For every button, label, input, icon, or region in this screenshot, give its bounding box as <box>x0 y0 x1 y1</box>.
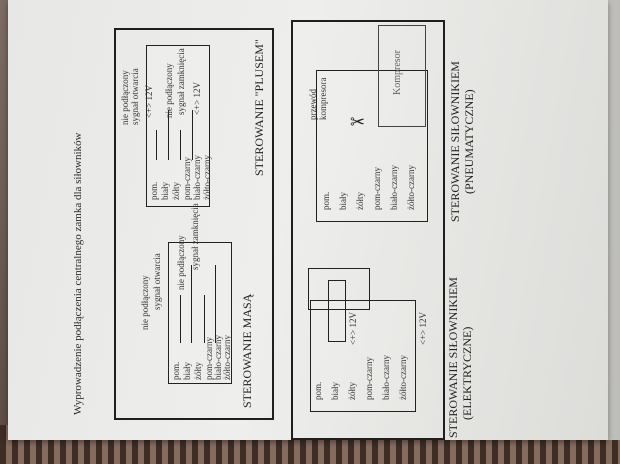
section-title-pneumatic-1: STEROWANIE SIŁOWNIKIEM <box>448 61 462 222</box>
wire <box>215 265 217 343</box>
wire <box>180 295 182 343</box>
section-title-plus: STEROWANIE "PLUSEM" <box>252 39 266 176</box>
wire-label: kompresora <box>318 77 328 121</box>
description: nie podłączony <box>140 275 150 330</box>
pin-label: pom. <box>149 181 159 200</box>
pin-label: biały <box>182 362 192 380</box>
pin-label: żółto-czarny <box>202 155 212 200</box>
compressor-box <box>378 25 426 127</box>
wire <box>204 295 206 343</box>
connector-block-masa <box>168 242 232 384</box>
description: nie podłączony <box>176 235 186 290</box>
pin-label: żółto-czarny <box>222 335 232 380</box>
pin-label: biały <box>330 382 340 400</box>
pin-label: pom. <box>313 381 323 400</box>
pin-label: biały <box>338 192 348 210</box>
pin-label: żółto-czarny <box>398 355 408 400</box>
pin-label: biało-czarny <box>192 155 202 200</box>
pin-label: pom-czarny <box>364 357 374 400</box>
pin-label: żółty <box>171 182 181 200</box>
description: nie podłączony <box>164 63 174 118</box>
voltage-label: <+> 12V <box>348 312 358 345</box>
pin-label: żółto-czarny <box>406 165 416 210</box>
connector-block-pneumatic <box>316 70 428 222</box>
pin-label: pom-czarny <box>372 167 382 210</box>
document-heading: Wyprowadzenie podłączenia centralnego za… <box>72 132 84 415</box>
panel-left <box>114 28 274 420</box>
actuator-symbol <box>308 268 370 310</box>
wire <box>192 110 194 160</box>
wire <box>156 130 158 160</box>
instruction-sheet: Wyprowadzenie podłączenia centralnego za… <box>8 0 608 440</box>
pin-label: pom-czarny <box>182 157 192 200</box>
connector-block-plus <box>146 45 210 207</box>
description: sygnał zamknięcia <box>176 48 186 115</box>
compressor-label: Kompresor <box>392 50 403 95</box>
section-title-masa: STEROWANIE MASĄ <box>240 293 254 408</box>
pin-label: biało-czarny <box>389 165 399 210</box>
panel-right <box>291 20 445 440</box>
description: <+> 12V <box>144 85 154 118</box>
pin-label: żółty <box>193 362 203 380</box>
pin-label: żółty <box>355 192 365 210</box>
pin-label: pom. <box>171 361 181 380</box>
section-title-electric-1: STEROWANIE SIŁOWNIKIEM <box>446 277 460 438</box>
actuator-body <box>328 280 346 342</box>
pin-label: biały <box>160 182 170 200</box>
wire-label: przewód <box>308 89 318 120</box>
description: <+> 12V <box>192 82 202 115</box>
wire <box>180 130 182 160</box>
description: sygnał zamknięcia <box>190 203 200 270</box>
section-title-electric-2: (ELEKTRYCZNE) <box>460 326 474 420</box>
wire <box>168 110 170 160</box>
pin-label: żółty <box>347 382 357 400</box>
section-title-pneumatic-2: (PNEUMATYCZNE) <box>462 89 476 194</box>
wire <box>191 265 193 343</box>
voltage-label: <+> 12V <box>418 312 428 345</box>
pin-label: biało-czarny <box>381 355 391 400</box>
description: nie podłączony <box>120 70 130 125</box>
connector-block-electric <box>310 300 416 412</box>
scissors-icon: ✂ <box>350 112 366 132</box>
pin-label: pom. <box>321 191 331 210</box>
description: sygnał otwarcia <box>152 253 162 310</box>
description: sygnał otwarcia <box>130 68 140 125</box>
